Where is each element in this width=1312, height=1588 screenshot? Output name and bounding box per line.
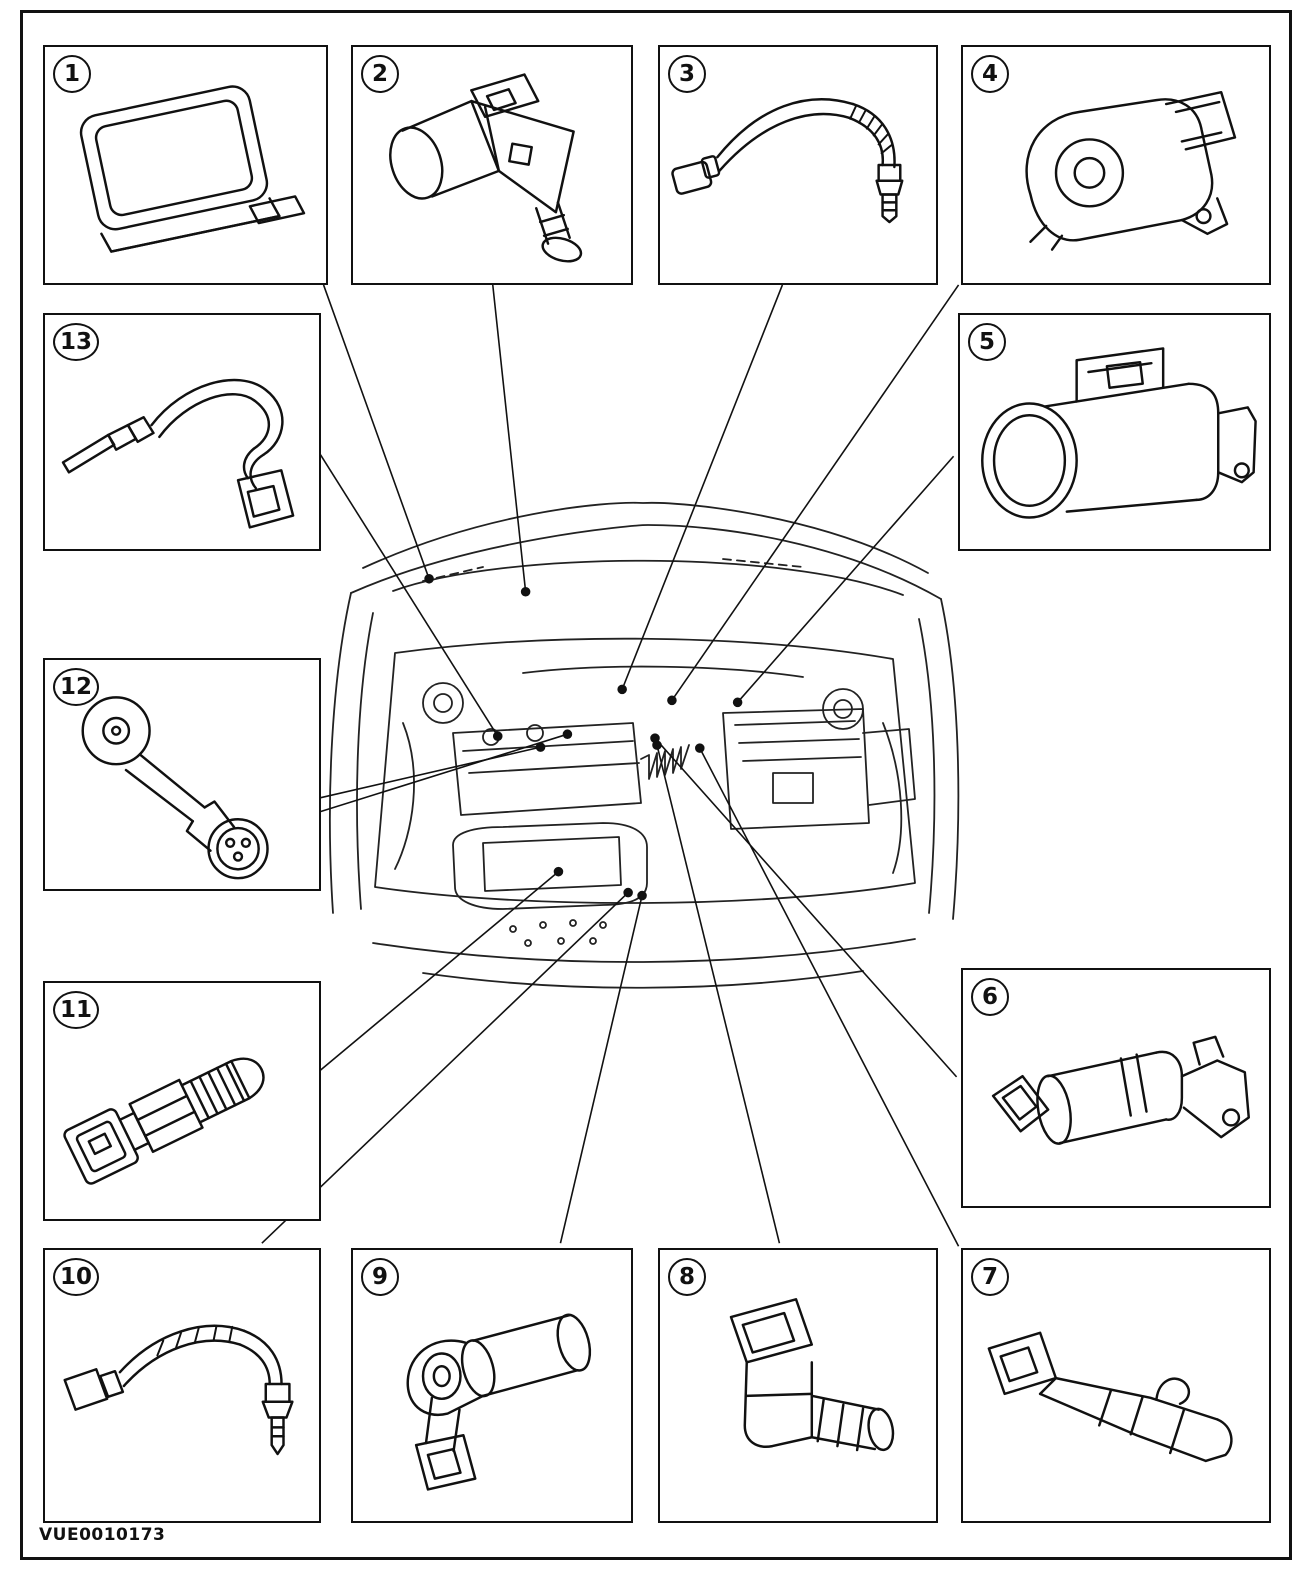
part-box-3: 3 — [658, 45, 938, 285]
part-number: 12 — [60, 674, 93, 700]
vehicle-speed-sensor-illustration — [987, 1331, 1233, 1463]
part-box-11: 11 — [43, 981, 321, 1221]
part-box-6: 6 — [961, 968, 1271, 1208]
part-box-12: 12 — [43, 658, 321, 891]
part-box-13: 13 — [43, 313, 321, 551]
part-number: 9 — [371, 1264, 388, 1290]
part-number: 8 — [678, 1264, 695, 1290]
oxygen-sensor-cable-illustration — [671, 98, 904, 224]
part-box-5: 5 — [958, 313, 1271, 551]
oxygen-sensor-cable-illustration — [63, 1324, 294, 1456]
part-box-10: 10 — [43, 1248, 321, 1523]
part-box-4: 4 — [961, 45, 1271, 285]
diagram-frame: 1 2 — [20, 10, 1292, 1560]
camshaft-position-sensor-illustration — [729, 1298, 895, 1452]
part-box-9: 9 — [351, 1248, 633, 1523]
part-number-badge: 4 — [971, 55, 1009, 93]
knock-sensor-illustration — [81, 696, 269, 880]
part-box-1: 1 — [43, 45, 328, 285]
part-number: 13 — [60, 329, 93, 355]
crankshaft-position-sensor-illustration — [406, 1313, 592, 1491]
part-number: 4 — [981, 61, 998, 87]
switch-solenoid-illustration — [389, 73, 583, 263]
part-number-badge: 10 — [53, 1258, 100, 1296]
idle-air-control-valve-illustration — [991, 1035, 1250, 1145]
part-number-badge: 11 — [53, 991, 100, 1029]
part-number-badge: 3 — [668, 55, 706, 93]
part-number-badge: 7 — [971, 1258, 1009, 1296]
part-number-badge: 1 — [53, 55, 91, 93]
engine-bay-illustration — [329, 501, 960, 989]
part-number-badge: 6 — [971, 978, 1009, 1016]
part-number: 5 — [978, 329, 995, 355]
part-box-2: 2 — [351, 45, 633, 285]
part-number-badge: 9 — [361, 1258, 399, 1296]
control-module-illustration — [79, 85, 306, 253]
part-number: 7 — [981, 1264, 998, 1290]
part-number-badge: 13 — [53, 323, 100, 361]
part-number: 11 — [60, 997, 93, 1023]
part-number-badge: 2 — [361, 55, 399, 93]
part-box-7: 7 — [961, 1248, 1271, 1523]
part-number: 1 — [63, 61, 80, 87]
part-number: 2 — [371, 61, 388, 87]
part-number-badge: 5 — [968, 323, 1006, 361]
part-number-badge: 8 — [668, 1258, 706, 1296]
throttle-position-sensor-illustration — [1025, 91, 1237, 251]
mass-air-flow-sensor-illustration — [981, 347, 1257, 519]
part-number-badge: 12 — [53, 668, 100, 706]
temperature-sensor-cable-illustration — [61, 378, 295, 529]
part-number: 6 — [981, 984, 998, 1010]
figure-reference-code: VUE0010173 — [39, 1525, 166, 1545]
threaded-switch-illustration — [63, 1057, 265, 1185]
part-number: 3 — [678, 61, 695, 87]
part-number: 10 — [60, 1264, 93, 1290]
part-box-8: 8 — [658, 1248, 938, 1523]
